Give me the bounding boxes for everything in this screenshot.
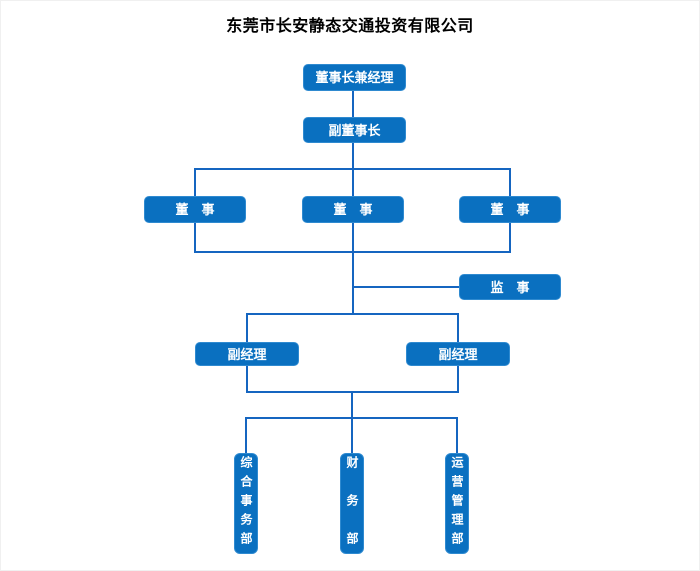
connector-line	[352, 286, 459, 288]
connector-line	[352, 223, 354, 253]
connector-line	[457, 313, 459, 342]
connector-line	[246, 313, 459, 315]
connector-line	[509, 223, 511, 253]
org-node-director-2: 董 事	[302, 196, 404, 223]
connector-line	[352, 143, 354, 169]
connector-line	[457, 366, 459, 393]
page-title: 东莞市长安静态交通投资有限公司	[226, 18, 474, 35]
org-node-dept-finance: 财 务 部	[340, 453, 364, 554]
org-node-deputy-manager-2: 副经理	[406, 342, 510, 366]
connector-line	[245, 417, 247, 453]
connector-line	[352, 91, 354, 118]
org-node-vice-chairman: 副董事长	[303, 117, 406, 143]
connector-line	[352, 168, 354, 196]
org-node-director-1: 董 事	[144, 196, 246, 223]
connector-line	[351, 391, 353, 419]
connector-line	[246, 313, 248, 342]
org-node-dept-operations: 运营管理部	[445, 453, 469, 554]
connector-line	[351, 417, 353, 453]
org-node-dept-general-affairs: 综合事务部	[234, 453, 258, 554]
connector-line	[194, 168, 196, 196]
org-node-deputy-manager-1: 副经理	[195, 342, 299, 366]
connector-line	[509, 168, 511, 196]
connector-line	[194, 223, 196, 253]
org-node-chairman: 董事长兼经理	[303, 64, 406, 91]
org-node-director-3: 董 事	[459, 196, 561, 223]
connector-line	[456, 417, 458, 453]
connector-line	[246, 366, 248, 393]
connector-line	[352, 251, 354, 315]
org-node-supervisor: 监 事	[459, 274, 561, 300]
